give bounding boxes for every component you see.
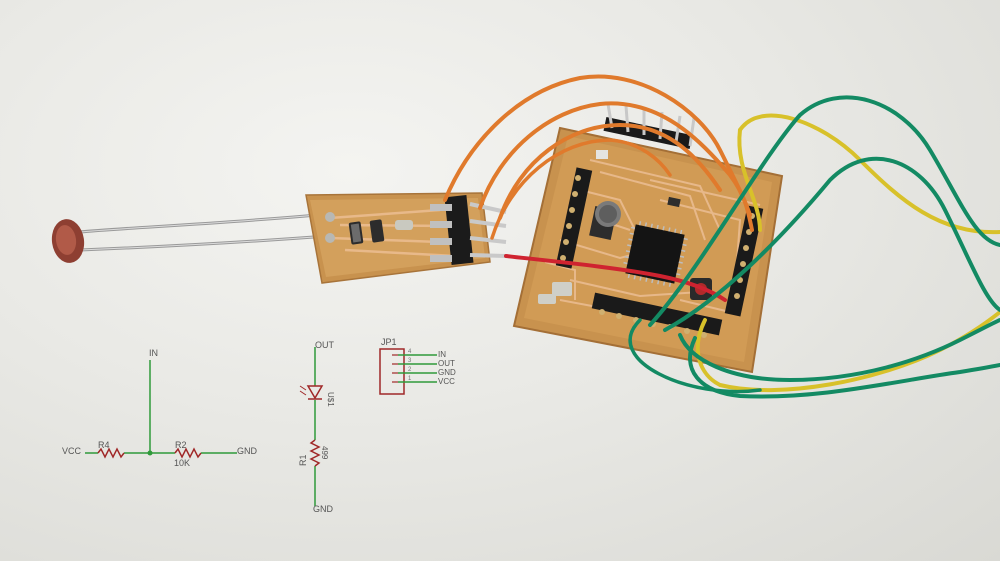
resistor-r1 — [309, 439, 321, 467]
pin-label: GND — [438, 368, 456, 377]
net-label-gnd: GND — [237, 446, 258, 456]
pin-number: 3 — [408, 358, 412, 364]
resistor-r2 — [174, 447, 202, 459]
net-label-gnd-b: GND — [313, 504, 334, 514]
r4-designator: R4 — [98, 440, 110, 450]
resistor-r4 — [97, 447, 125, 459]
connector-designator: JP1 — [381, 337, 397, 347]
schematic-led: OUT GND U$1 R1 499 — [298, 340, 335, 514]
pin-label: IN — [438, 350, 446, 359]
net-label-vcc: VCC — [62, 446, 82, 456]
pin-number: 4 — [408, 349, 412, 355]
net-label-in: IN — [149, 348, 158, 358]
schematic-divider: IN VCC GND R4 R2 10K — [62, 348, 258, 468]
net-label-out: OUT — [315, 340, 335, 350]
r1-designator: R1 — [298, 454, 308, 466]
pin-number: 2 — [408, 367, 412, 373]
led-symbol — [299, 385, 324, 400]
sensor-board — [305, 192, 507, 284]
jumper-wires — [443, 74, 1000, 399]
r1-value: 499 — [320, 446, 329, 460]
r2-designator: R2 — [175, 440, 187, 450]
pin-number: 1 — [408, 376, 412, 382]
photoresistor — [51, 212, 329, 263]
led-designator: U$1 — [326, 392, 335, 407]
pin-label: OUT — [438, 359, 455, 368]
r2-value: 10K — [174, 458, 190, 468]
pin-label: VCC — [438, 377, 455, 386]
schematic-connector: JP1 4 3 2 1 IN OUT GND VCC — [379, 337, 456, 395]
microcontroller-board — [512, 103, 784, 374]
